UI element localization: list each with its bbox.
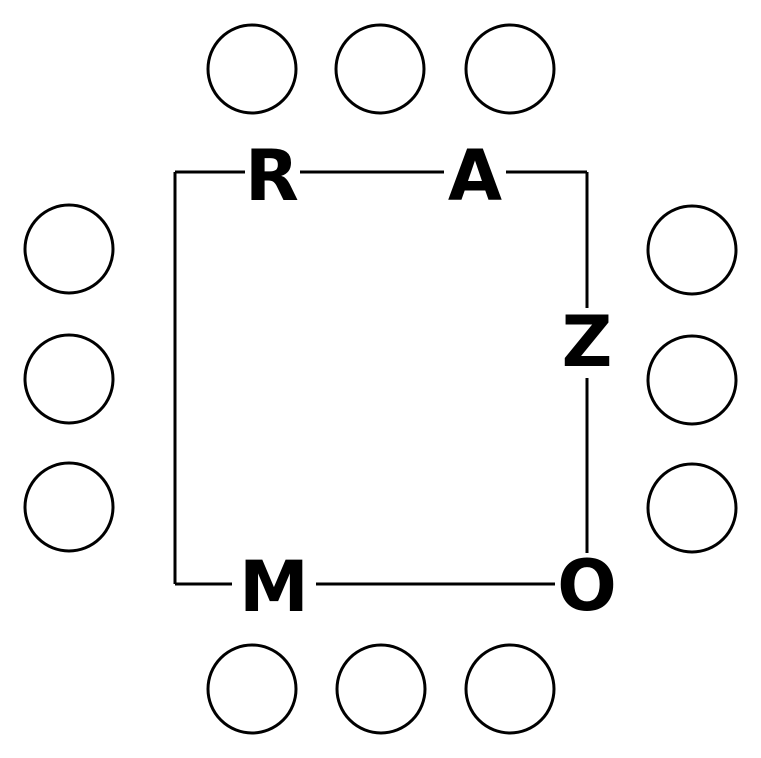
answer-slot-right-3[interactable]	[646, 462, 738, 554]
answer-slot-right-1[interactable]	[646, 204, 738, 296]
right-answer-slots	[646, 204, 738, 554]
letter-right-upper: Z	[562, 301, 613, 383]
answer-circle[interactable]	[334, 23, 426, 115]
puzzle-frame	[173, 170, 589, 586]
answer-slot-right-2[interactable]	[646, 334, 738, 426]
answer-circle[interactable]	[464, 23, 556, 115]
letter-top-left: R	[245, 135, 299, 217]
answer-slot-top-2[interactable]	[334, 23, 426, 115]
answer-slot-top-1[interactable]	[206, 23, 298, 115]
answer-circle[interactable]	[646, 462, 738, 554]
answer-circle[interactable]	[335, 643, 427, 735]
answer-circle[interactable]	[464, 643, 556, 735]
answer-circle[interactable]	[646, 334, 738, 426]
letter-r-backing	[245, 145, 300, 200]
left-answer-slots	[23, 203, 115, 553]
letter-o-backing	[555, 553, 619, 615]
answer-slot-bottom-1[interactable]	[206, 643, 298, 735]
answer-circle[interactable]	[206, 23, 298, 115]
letter-m-backing	[232, 552, 316, 616]
answer-slot-left-3[interactable]	[23, 461, 115, 553]
letter-z-backing	[560, 308, 614, 378]
answer-circle[interactable]	[23, 203, 115, 295]
answer-circle[interactable]	[23, 461, 115, 553]
answer-slot-top-3[interactable]	[464, 23, 556, 115]
letter-a-backing	[444, 145, 506, 200]
answer-circle[interactable]	[646, 204, 738, 296]
answer-slot-left-1[interactable]	[23, 203, 115, 295]
frame-letters: R A Z O M	[232, 135, 619, 628]
answer-slot-bottom-2[interactable]	[335, 643, 427, 735]
letter-top-right: A	[448, 135, 502, 217]
answer-slot-bottom-3[interactable]	[464, 643, 556, 735]
answer-slot-left-2[interactable]	[23, 333, 115, 425]
answer-circle[interactable]	[23, 333, 115, 425]
letter-bottom-right: O	[557, 545, 617, 627]
letter-bottom-left: M	[239, 546, 309, 628]
top-answer-slots	[206, 23, 556, 115]
answer-circle[interactable]	[206, 643, 298, 735]
bottom-answer-slots	[206, 643, 556, 735]
